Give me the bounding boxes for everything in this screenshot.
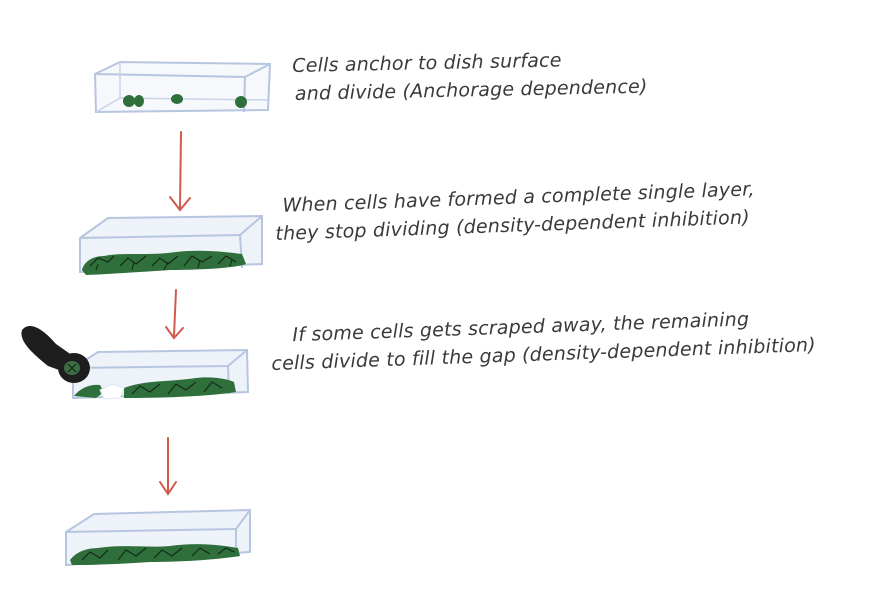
dish-2-petri-dish-icon [79, 214, 263, 275]
down-arrow-icon-1 [169, 131, 191, 212]
restored-monolayer [70, 544, 240, 565]
step-1-caption: Cells anchor to dish surface and divide … [292, 45, 648, 108]
dish-1-petri-dish-icon [93, 60, 272, 114]
dish-4-petri-dish-icon [65, 508, 251, 567]
scraped-gap [99, 383, 125, 400]
cell-scraper-icon [21, 325, 90, 383]
down-arrow-icon-3 [159, 437, 177, 496]
anchored-cells [123, 94, 247, 108]
down-arrow-icon-2 [165, 289, 184, 340]
cell-monolayer [82, 250, 246, 275]
dish-3-petri-dish-icon [72, 348, 250, 400]
cell-layer-with-gap [74, 377, 236, 398]
